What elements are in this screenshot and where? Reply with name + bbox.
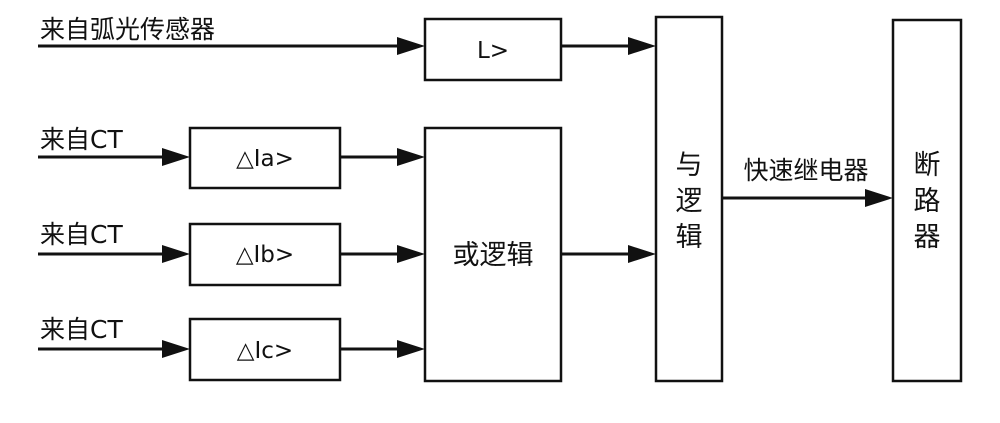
current-c-label: △Ic>	[237, 338, 293, 364]
breaker-char-1: 断	[914, 150, 941, 181]
or-logic-block	[423, 126, 563, 383]
breaker-char-3: 器	[914, 222, 941, 253]
and-logic-block	[654, 15, 724, 383]
arrowhead-to-light-block	[397, 37, 425, 55]
circuit-breaker-block	[891, 18, 963, 383]
or-logic-label: 或逻辑	[453, 240, 534, 271]
input-label-ct-c: 来自CT	[40, 315, 123, 344]
current-b-block	[188, 222, 342, 287]
arrowhead-or-to-and	[628, 245, 656, 263]
and-logic-char-2: 逻	[676, 186, 703, 217]
and-logic-char-3: 辑	[676, 222, 703, 253]
arrowhead-and-to-breaker	[865, 189, 893, 207]
current-a-block	[188, 126, 342, 190]
input-label-arc-sensor: 来自弧光传感器	[40, 15, 215, 44]
input-label-ct-b: 来自CT	[40, 220, 123, 249]
breaker-char-2: 路	[914, 186, 941, 217]
arrowhead-ia-to-or	[397, 148, 425, 166]
current-a-label: △Ia>	[236, 146, 294, 172]
arrowhead-light-to-and	[628, 37, 656, 55]
arrowhead-to-ib-block	[162, 245, 190, 263]
light-threshold-label: L>	[477, 38, 509, 64]
current-b-label: △Ib>	[236, 242, 294, 268]
arrowhead-to-ia-block	[162, 148, 190, 166]
light-threshold-block	[423, 17, 563, 82]
fast-relay-label: 快速继电器	[743, 156, 868, 185]
and-logic-char-1: 与	[676, 150, 703, 181]
arrowhead-to-ic-block	[162, 340, 190, 358]
arrowhead-ib-to-or	[397, 245, 425, 263]
input-label-ct-a: 来自CT	[40, 125, 123, 154]
arrowhead-ic-to-or	[397, 340, 425, 358]
